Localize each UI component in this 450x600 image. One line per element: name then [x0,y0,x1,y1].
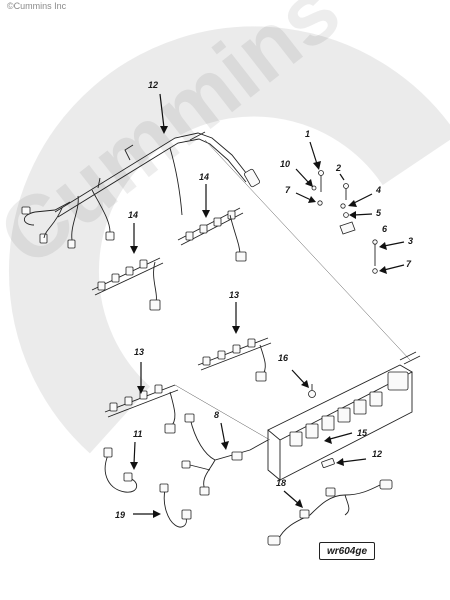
drawing-id-label: wr604ge [319,542,375,560]
callout-13-upper: 13 [229,290,239,300]
callout-labels: 12 14 14 1 10 7 2 4 5 6 3 7 13 13 16 8 1… [115,80,413,520]
callout-15: 15 [357,428,368,438]
harness-8 [181,413,269,496]
callout-8: 8 [214,410,219,420]
injector-harness-14-left [91,257,164,311]
callout-1: 1 [305,129,310,139]
watermark-logo [8,26,450,454]
sensor-16 [308,384,316,398]
callout-14-left: 14 [128,210,138,220]
jumper-harness-18 [267,479,393,546]
injector-harness-13-upper [197,337,272,382]
callout-12-bottom: 12 [372,449,382,459]
callout-7-bottom: 7 [406,259,412,269]
callout-14-right: 14 [199,172,209,182]
injector-harness-13-lower [104,384,271,441]
callout-3: 3 [408,236,413,246]
copyright-notice: ©Cummins Inc [7,1,67,11]
hardware-fasteners [311,170,378,274]
callout-5: 5 [376,208,382,218]
callout-10: 10 [280,159,290,169]
injector-harness-14-right [177,207,247,262]
callout-7-top: 7 [285,185,291,195]
sensor-harness-11 [103,447,138,493]
callout-11: 11 [133,429,142,439]
callout-6: 6 [382,224,388,234]
ecm-module [267,351,421,481]
callout-19: 19 [115,510,125,520]
callout-12-top: 12 [148,80,158,90]
callout-2: 2 [335,163,341,173]
callout-16: 16 [278,353,289,363]
callout-arrows [130,93,405,518]
callout-18: 18 [276,478,286,488]
callout-13-lower: 13 [134,347,144,357]
main-engine-harness [21,131,411,361]
callout-4: 4 [375,185,381,195]
harness-19 [159,483,192,528]
